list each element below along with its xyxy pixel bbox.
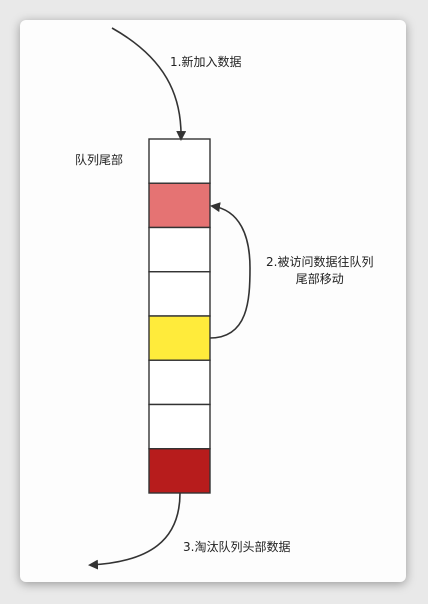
step1-label: 1.新加入数据: [170, 55, 242, 69]
new-data-arrow: [111, 27, 187, 141]
step2-label-line1: 2.被访问数据往队列: [266, 255, 374, 269]
diagram-card: [20, 20, 406, 582]
queue-cell-empty: [148, 226, 211, 273]
queue-cell-empty: [148, 403, 211, 450]
queue-cell-head-evicted: [148, 448, 211, 494]
queue-cell-accessed-new-position: [148, 182, 211, 229]
queue-cell-empty: [148, 138, 211, 184]
queue-tail-label: 队列尾部: [75, 153, 124, 167]
step2-label-line2: 尾部移动: [295, 272, 344, 286]
step2-label: 2.被访问数据往队列 尾部移动: [266, 254, 373, 288]
queue-cell-empty: [148, 359, 211, 406]
queue-stack: [148, 138, 211, 494]
evict-head-arrow: [88, 492, 181, 570]
queue-cell-empty: [148, 271, 211, 317]
step3-label: 3.淘汰队列头部数据: [183, 540, 291, 554]
move-to-tail-arrow: [209, 202, 251, 339]
queue-cell-accessed-original: [148, 315, 211, 361]
